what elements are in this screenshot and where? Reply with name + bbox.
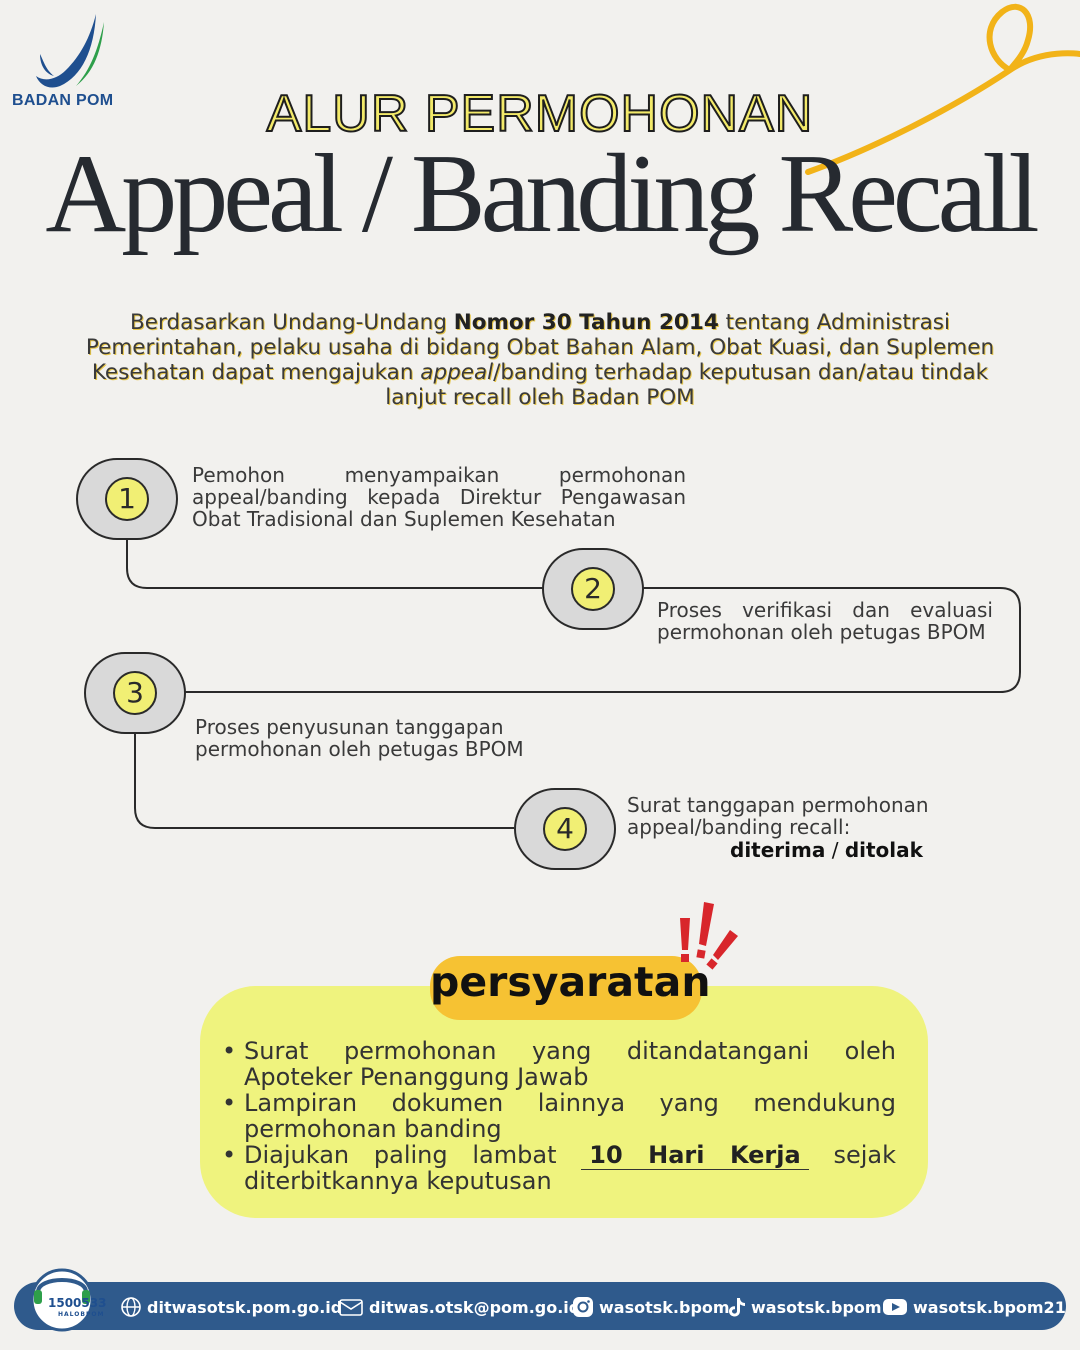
globe-icon (121, 1297, 141, 1317)
step-4-result-separator: / (831, 838, 839, 862)
hotline-badge-icon (30, 1268, 94, 1332)
intro-appeal-word: appeal (420, 360, 494, 385)
hotline-label: HALOBPOM (58, 1311, 105, 1318)
step-4-marker: 4 (514, 788, 616, 870)
badan-pom-logo-icon (36, 14, 104, 88)
requirement-item-2: Lampiran dokumen lainnya yang mendukung … (222, 1090, 896, 1142)
step-2-marker: 2 (542, 548, 644, 630)
exclamation-icon (680, 902, 738, 970)
step-3-text: Proses penyusunan tanggapan permohonan o… (195, 715, 524, 761)
requirements-label-background (430, 956, 702, 1020)
decorative-swirl (805, 3, 1080, 175)
mail-icon (339, 1299, 363, 1316)
youtube-icon (883, 1299, 907, 1315)
requirement-deadline: 10 Hari Kerja (581, 1141, 809, 1170)
intro-text-3: /banding terhadap keputusan dan/atau tin… (385, 360, 989, 410)
header-title: Appeal / Banding Recall (45, 132, 1039, 256)
intro-paragraph: Berdasarkan Undang-Undang Nomor 30 Tahun… (84, 310, 996, 410)
footer-tiktok-text: wasotsk.bpom (751, 1297, 882, 1317)
step-3-number: 3 (113, 671, 157, 715)
step-4-text: Surat tanggapan permohonan appeal/bandin… (627, 793, 929, 839)
requirement-item-3-post: sejak diterbitkannya keputusan (244, 1141, 896, 1195)
footer-email-text: ditwas.otsk@pom.go.id (369, 1297, 581, 1317)
requirements-list: Surat permohonan yang ditandatangani ole… (222, 1038, 896, 1195)
step-4-number: 4 (543, 807, 587, 851)
tiktok-icon (729, 1298, 745, 1317)
footer-youtube[interactable]: wasotsk.bpom21 (882, 1296, 1066, 1318)
footer-website[interactable]: ditwasotsk.pom.go.id (120, 1296, 342, 1318)
requirements-title: persyaratan (430, 958, 711, 1006)
footer-tiktok[interactable]: wasotsk.bpom (728, 1296, 882, 1318)
step-2-number: 2 (571, 567, 615, 611)
step-4-result-reject: ditolak (844, 838, 923, 862)
step-2-text: Proses verifikasi dan evaluasi permohona… (657, 598, 993, 644)
intro-text-1: Berdasarkan Undang-Undang (130, 310, 454, 335)
header-subtitle: ALUR PERMOHONAN (266, 84, 814, 144)
logo-text: BADAN POM (12, 92, 114, 109)
footer-website-text: ditwasotsk.pom.go.id (147, 1297, 343, 1317)
step-4-result: diterima / ditolak (730, 838, 923, 862)
footer-email[interactable]: ditwas.otsk@pom.go.id (338, 1296, 580, 1318)
step-1-number: 1 (105, 477, 149, 521)
step-1-marker: 1 (76, 458, 178, 540)
hotline-number: 1500533 (48, 1296, 107, 1310)
step-1-text: Pemohon menyampaikan permohonan appeal/b… (192, 463, 686, 531)
step-4-result-accept: diterima (730, 838, 826, 862)
requirement-item-1: Surat permohonan yang ditandatangani ole… (222, 1038, 896, 1090)
step-3-marker: 3 (84, 652, 186, 734)
footer-youtube-text: wasotsk.bpom21 (913, 1297, 1066, 1317)
instagram-icon (573, 1297, 593, 1317)
requirement-item-3-pre: Diajukan paling lambat (244, 1141, 582, 1169)
footer-instagram[interactable]: wasotsk.bpom (572, 1296, 730, 1318)
footer-instagram-text: wasotsk.bpom (599, 1297, 730, 1317)
intro-law-number: Nomor 30 Tahun 2014 (453, 310, 719, 335)
requirement-item-3: Diajukan paling lambat 10 Hari Kerja sej… (222, 1141, 896, 1195)
intro-text-2: tentang Administrasi Pemerintahan, pelak… (85, 310, 995, 385)
